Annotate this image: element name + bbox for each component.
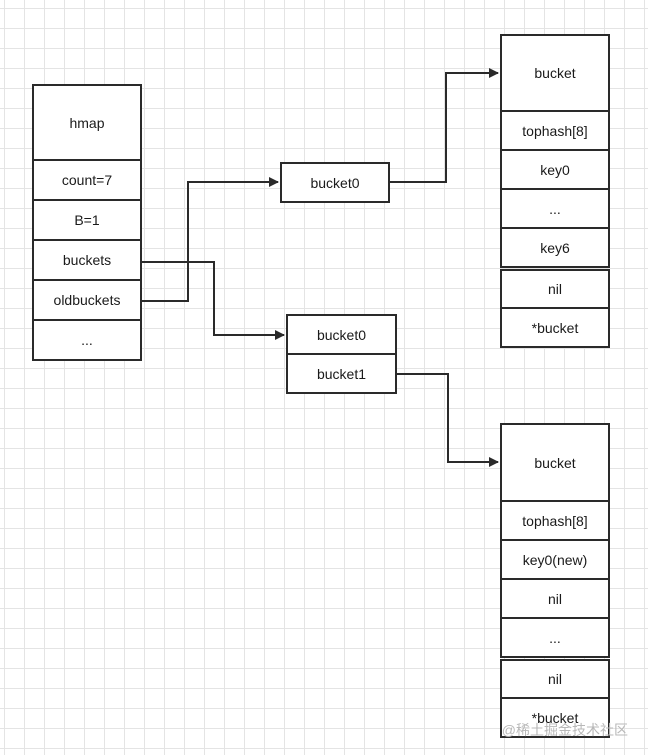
hmap-field-buckets: buckets bbox=[32, 239, 142, 281]
old-bucket-array-bucket0: bucket0 bbox=[280, 162, 390, 203]
bucket-a-key6: key6 bbox=[500, 227, 610, 268]
oldbuckets-to-bucket0-arrow bbox=[142, 177, 279, 302]
bucket-a-key0: key0 bbox=[500, 149, 610, 190]
bucket-a-title: bucket bbox=[500, 34, 610, 112]
bucket-b-ellipsis: ... bbox=[500, 617, 610, 658]
bucket0-to-bucket-a-arrow bbox=[390, 68, 499, 183]
bucket-struct-a: bucket tophash[8] key0 ... key6 nil *buc… bbox=[500, 34, 610, 348]
bucket-b-tophash: tophash[8] bbox=[500, 500, 610, 541]
bucket-b-key0-new: key0(new) bbox=[500, 539, 610, 580]
hmap-field-b: B=1 bbox=[32, 199, 142, 241]
bucket-a-nil: nil bbox=[500, 269, 610, 309]
new-bucket-array-bucket1: bucket1 bbox=[286, 353, 397, 394]
watermark: @稀土掘金技术社区 bbox=[501, 722, 628, 738]
hmap-field-ellipsis: ... bbox=[32, 319, 142, 361]
buckets-to-new-array-arrow bbox=[142, 261, 285, 340]
bucket-struct-b: bucket tophash[8] key0(new) nil ... nil … bbox=[500, 423, 610, 738]
new-bucket-array-bucket0: bucket0 bbox=[286, 314, 397, 355]
bucket1-to-bucket-b-arrow bbox=[397, 373, 499, 467]
bucket-a-ellipsis: ... bbox=[500, 188, 610, 229]
bucket-b-nil-2: nil bbox=[500, 659, 610, 699]
bucket-b-overflow-pointer: *bucket bbox=[500, 697, 610, 738]
bucket-b-title: bucket bbox=[500, 423, 610, 502]
hmap-title: hmap bbox=[32, 84, 142, 161]
bucket-b-nil: nil bbox=[500, 578, 610, 619]
bucket-a-tophash: tophash[8] bbox=[500, 110, 610, 151]
new-bucket-array: bucket0 bucket1 bbox=[286, 314, 397, 394]
hmap-field-count: count=7 bbox=[32, 159, 142, 201]
hmap-field-oldbuckets: oldbuckets bbox=[32, 279, 142, 321]
hmap-struct: hmap count=7 B=1 buckets oldbuckets ... bbox=[32, 84, 142, 361]
bucket-a-overflow-pointer: *bucket bbox=[500, 307, 610, 348]
